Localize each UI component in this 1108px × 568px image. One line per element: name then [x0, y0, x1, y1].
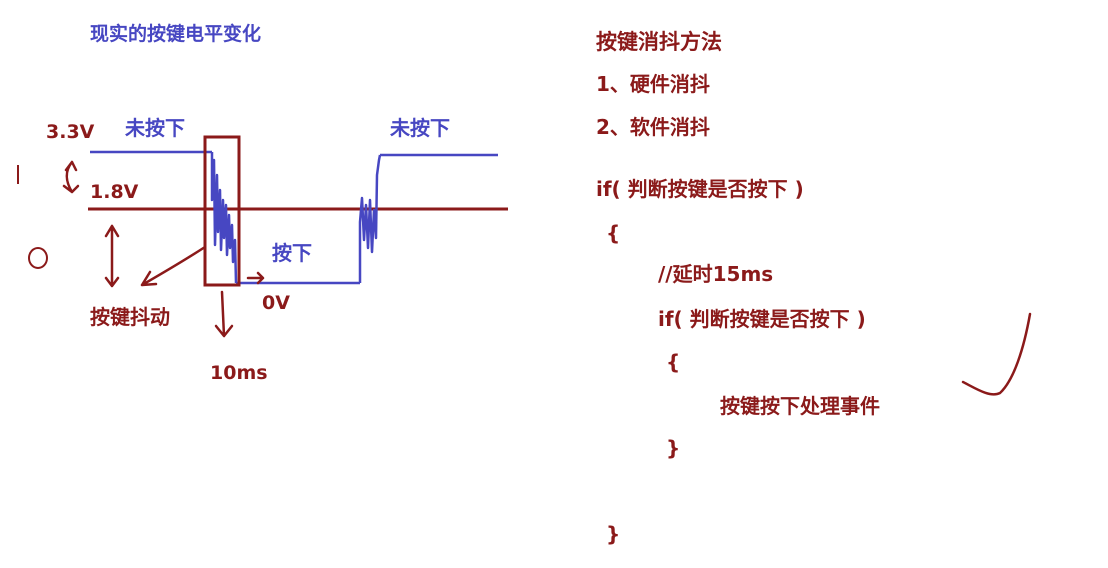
arrow-3v3-to-1v8 [62, 160, 80, 194]
methods-heading: 按键消抖方法 [596, 30, 722, 54]
bounce-window-box [203, 135, 241, 287]
signal-waveform [90, 150, 498, 285]
code-line-outer-open-brace: { [606, 221, 621, 245]
bounce-label: 按键抖动 [90, 305, 170, 329]
method-software: 2、软件消抖 [596, 115, 710, 139]
code-line-inner-open-brace: { [666, 350, 681, 374]
pressed-label: 按下 [272, 241, 312, 265]
duration-label: 10ms [210, 362, 268, 384]
code-line-inner-close-brace: } [666, 436, 681, 460]
signal-bounce-rising [358, 154, 382, 283]
voltage-low-label: 0V [262, 292, 290, 314]
code-line-inner-if: if( 判断按键是否按下 ) [658, 307, 866, 331]
annotation-marks [62, 160, 1032, 396]
released-label-right: 未按下 [390, 116, 450, 140]
logic-zero-mark [28, 247, 48, 269]
voltage-mid-label: 1.8V [90, 181, 139, 203]
code-line-outer-if: if( 判断按键是否按下 ) [596, 177, 804, 201]
diagram-title: 现实的按键电平变化 [90, 23, 262, 45]
code-line-outer-close-brace: } [606, 522, 621, 546]
arrow-0v [246, 271, 265, 285]
signal-bounce-falling [210, 152, 238, 284]
code-line-handler: 按键按下处理事件 [720, 394, 880, 418]
released-label-left: 未按下 [125, 116, 185, 140]
arrow-bounce-pointer [140, 245, 207, 287]
code-line-delay-comment: //延时15ms [658, 262, 774, 286]
arrow-10ms [214, 290, 234, 338]
voltage-high-label: 3.3V [46, 121, 95, 143]
checkmark-icon [961, 312, 1032, 396]
method-hardware: 1、硬件消抖 [596, 72, 710, 96]
arrow-1v8-to-0v [104, 224, 120, 288]
